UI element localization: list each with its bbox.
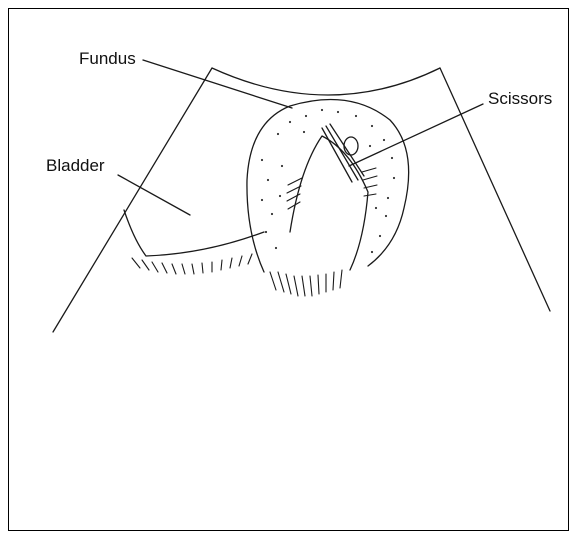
bladder-hatching bbox=[132, 254, 252, 274]
field-left-edge bbox=[53, 68, 212, 332]
fundus-label: Fundus bbox=[79, 50, 136, 67]
scissors-blade-1 bbox=[322, 128, 352, 182]
bladder-label: Bladder bbox=[46, 157, 105, 174]
bladder-leader bbox=[118, 175, 190, 215]
bladder-outline bbox=[124, 210, 264, 256]
fundus-base-hatching bbox=[270, 270, 342, 296]
scissors-ring bbox=[344, 137, 358, 155]
scissors-blade-3 bbox=[330, 124, 364, 176]
fundus-leader bbox=[143, 60, 292, 108]
field-top-arc bbox=[212, 68, 440, 95]
fundus-outline bbox=[247, 100, 409, 272]
scissors-label: Scissors bbox=[488, 90, 552, 107]
scissors-blade-2 bbox=[326, 126, 358, 180]
incision-cavity bbox=[290, 136, 368, 270]
scissors-leader bbox=[349, 104, 483, 166]
